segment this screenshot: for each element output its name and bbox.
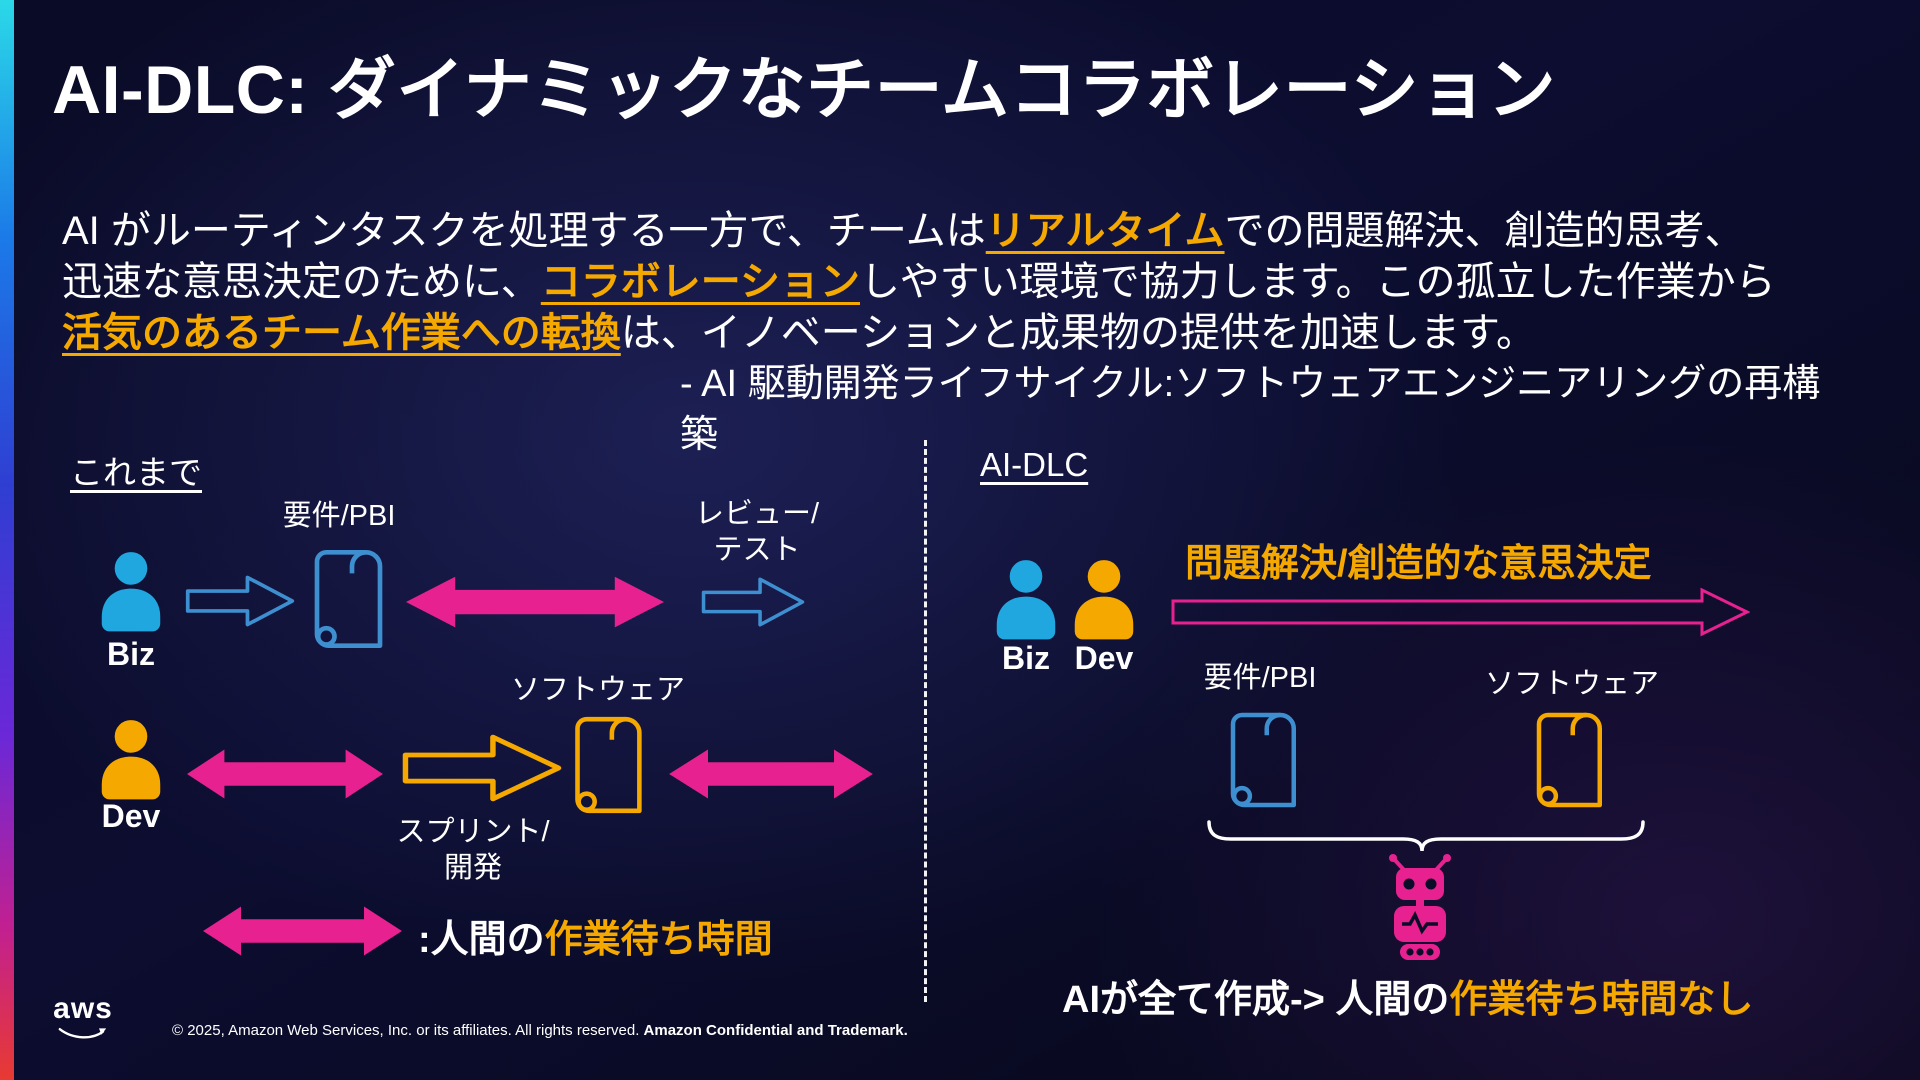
after-bottom-text: AIが全て作成-> 人間の作業待ち時間なし [1062, 968, 1753, 1023]
intro-highlight-teamwork-shift: 活気のあるチーム作業への転換 [62, 311, 621, 355]
software-label: ソフトウェア [1484, 668, 1659, 700]
attribution: - AI 駆動開発ライフサイクル:ソフトウェアエンジニアリングの再構築 [680, 363, 1821, 456]
biz-person-icon [95, 550, 167, 634]
review-test-label: レビュー/ テスト [672, 496, 842, 569]
dev-person-icon [95, 718, 167, 802]
legend-prefix: :人間の [418, 919, 545, 961]
review-label-line1: レビュー/ [694, 498, 820, 530]
collaboration-arrow-icon [1170, 586, 1750, 638]
software-scroll-icon [1522, 706, 1610, 814]
review-flow-arrow-icon [700, 574, 806, 630]
intro-paragraph: AI がルーティンタスクを処理する一方で、チームはリアルタイムでの問題解決、創造… [62, 206, 1842, 461]
intro-highlight-collaboration: コラボレーション [540, 260, 861, 304]
legend-double-arrow-icon [200, 902, 405, 960]
software-scroll-icon [560, 710, 650, 820]
before-heading: これまで [70, 454, 202, 491]
after-bottom-highlight: 作業待ち時間なし [1449, 979, 1754, 1021]
intro-highlight-realtime: リアルタイム [985, 209, 1225, 253]
intro-text: しやすい環境で協力します。この孤立した作業から [860, 260, 1776, 304]
wait-time-double-arrow-icon [666, 745, 876, 803]
requirements-scroll-icon [1216, 706, 1304, 814]
legend-highlight: 作業待ち時間 [544, 919, 773, 961]
section-divider [924, 440, 927, 1002]
dev-label: Dev [101, 798, 161, 834]
requirements-label: 要件/PBI [1203, 662, 1317, 694]
intro-text: AI がルーティンタスクを処理する一方で、チームは [62, 209, 986, 253]
sprint-label-line1: スプリント/ [396, 816, 550, 848]
legend-text: :人間の作業待ち時間 [418, 908, 773, 963]
intro-text: での問題解決、創造的思考、 [1224, 209, 1745, 253]
copyright-normal: © 2025, Amazon Web Services, Inc. or its… [172, 1022, 644, 1039]
copyright-text: © 2025, Amazon Web Services, Inc. or its… [172, 1022, 908, 1039]
biz-label: Biz [1002, 640, 1050, 676]
intro-text: 迅速な意思決定のために、 [62, 260, 541, 304]
page-title: AI-DLC: ダイナミックなチームコラボレーション [52, 52, 1557, 128]
intro-line-3: 活気のあるチーム作業への転換は、イノベーションと成果物の提供を加速します。 [62, 308, 1842, 359]
biz-label: Biz [107, 636, 155, 672]
aws-smile-icon [58, 1028, 107, 1039]
intro-line-2: 迅速な意思決定のために、コラボレーションしやすい環境で協力します。この孤立した作… [62, 257, 1842, 308]
sprint-flow-arrow-icon [400, 730, 564, 806]
intro-line-1: AI がルーティンタスクを処理する一方で、チームはリアルタイムでの問題解決、創造… [62, 206, 1842, 257]
flow-arrow-icon [184, 572, 296, 630]
after-top-label: 問題解決/創造的な意思決定 [1185, 543, 1652, 585]
requirements-label: 要件/PBI [282, 500, 396, 532]
ai-robot-icon [1378, 854, 1462, 964]
wait-time-double-arrow-icon [402, 572, 668, 632]
copyright-bold: Amazon Confidential and Trademark. [643, 1022, 908, 1039]
dev-label: Dev [1074, 640, 1134, 676]
after-bottom-prefix: AIが全て作成-> 人間の [1062, 979, 1450, 1021]
aws-logo: aws [50, 994, 116, 1042]
dev-person-icon [1068, 558, 1140, 642]
underbrace-icon [1205, 818, 1647, 856]
intro-text: は、イノベーションと成果物の提供を加速します。 [620, 311, 1537, 355]
requirements-scroll-icon [300, 543, 390, 655]
review-label-line2: テスト [713, 534, 801, 567]
biz-person-icon [990, 558, 1062, 642]
aws-logo-text: aws [53, 992, 113, 1025]
wait-time-double-arrow-icon [184, 745, 386, 803]
after-heading: AI-DLC [980, 446, 1089, 483]
sprint-label-line2: 開発 [443, 852, 502, 885]
sprint-dev-label: スプリント/ 開発 [378, 814, 568, 887]
brand-gradient-strip [0, 0, 14, 1080]
software-label: ソフトウェア [510, 674, 685, 706]
